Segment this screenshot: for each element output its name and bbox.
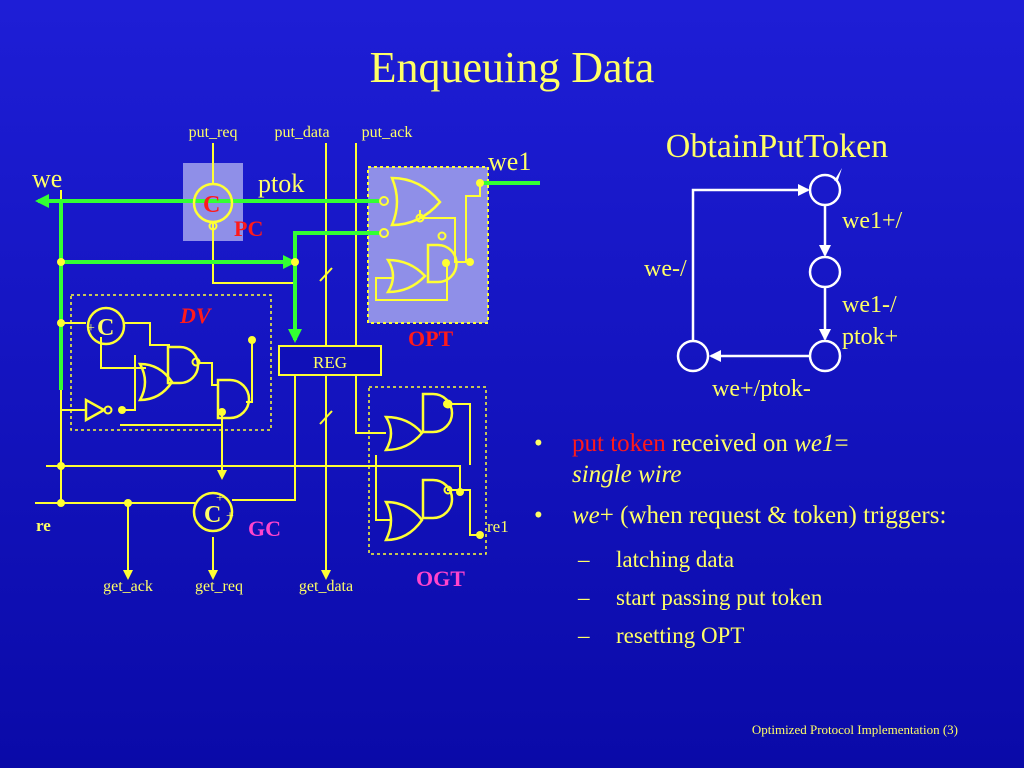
slide-footer: Optimized Protocol Implementation (3) [751,722,958,737]
gc-c-plus-top: + [216,491,224,506]
signal-re: re [36,516,51,535]
signal-put-req: put_req [189,124,238,141]
dv-c-label: C [97,315,114,341]
signal-we1: we1 [488,147,531,176]
gc-c-label: C [204,502,221,528]
gc-c-element [192,491,234,533]
block-label-ogt: OGT [416,566,465,591]
bullet-dot: • [534,430,543,457]
signal-ptok: ptok [258,169,304,198]
signal-re1: re1 [487,517,509,536]
edge-we-minus: we-/ [644,256,687,282]
block-label-dv: DV [179,303,213,328]
edge-we1-minus: we1-/ [842,292,897,318]
gates [84,176,458,542]
signal-get-ack: get_ack [103,578,153,595]
initial-marking [834,168,842,181]
sub-item-1-text: latching data [616,547,735,572]
signal-get-req: get_req [195,578,243,595]
dv-c-element [86,306,126,346]
opt-block [367,166,489,324]
pc-c-element [192,182,234,224]
junction-dots [57,179,484,539]
bullet-1-it2: single wire [572,461,682,488]
bullet-1-text2: = [834,430,849,457]
block-label-opt: OPT [408,326,454,351]
edge-we1-plus: we1+/ [842,208,903,234]
state-graph-nodes [676,173,842,373]
sub-item-3-text: resetting OPT [616,623,745,648]
block-label-pc: PC [234,216,263,241]
block-label-gc: GC [248,516,281,541]
state-graph-edges [691,184,831,362]
gc-c-plus-right: + [226,509,234,524]
sub-dash: – [578,547,590,572]
bullet-item-1: • put token received on we1= single wire [534,428,1004,490]
state-graph-title: ObtainPutToken [666,128,888,165]
sub-dash: – [578,623,590,648]
bullet-item-2: • we+ (when request & token) triggers: [534,500,1004,531]
dv-block [70,294,272,431]
pc-c-label: C [203,192,220,218]
sub-item-3: – resetting OPT [534,617,1004,655]
bullet-1-highlight: put token [572,430,666,457]
slide-title: Enqueuing Data [369,43,655,92]
signal-we: we [32,164,62,193]
sub-item-2-text: start passing put token [616,585,823,610]
bus-tick [319,267,333,282]
edge-we-plus-ptok-minus: we+/ptok- [712,376,811,402]
signal-put-ack: put_ack [362,124,413,141]
bullet-1-it1: we1 [794,430,835,457]
dv-c-plus: + [87,321,95,336]
reg-label: REG [313,353,347,372]
bullet-2-it1: we [572,502,600,529]
sub-item-1: – latching data [534,541,1004,579]
edge-ptok-plus: ptok+ [842,324,898,350]
bus-tick [319,410,333,425]
sub-dash: – [578,585,590,610]
reg-box [278,345,382,376]
signal-put-data: put_data [274,124,329,141]
ogt-block [368,386,487,555]
bullet-dot: • [534,502,543,529]
bullet-1-text1: received on [665,430,795,457]
bullet-2-text1: + (when request & token) triggers: [599,502,947,529]
bullet-list: • put token received on we1= single wire… [534,428,1004,655]
signal-get-data: get_data [299,578,353,595]
green-wires [35,181,540,390]
sub-item-2: – start passing put token [534,579,1004,617]
